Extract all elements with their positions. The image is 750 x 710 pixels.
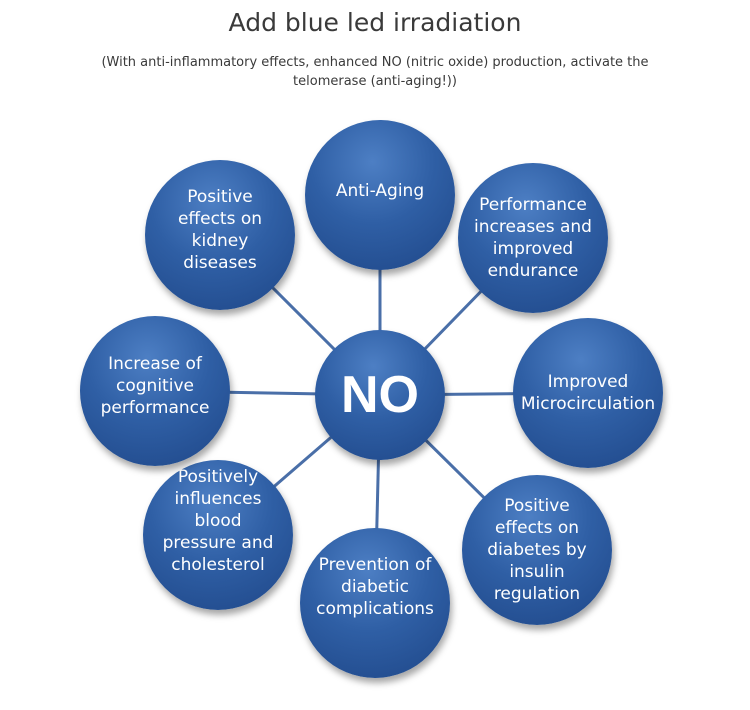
node-label: Anti-Aging [335, 181, 425, 201]
page-subtitle: (With anti-inflammatory effects, enhance… [101, 55, 649, 89]
node-label: Prevention of diabetic complications [316, 555, 434, 619]
node-label: Increase of cognitive performance [100, 354, 210, 418]
center-node-no: NO [315, 330, 445, 460]
node-diabetic-complications: Prevention of diabetic complications [300, 528, 450, 678]
center-label: NO [341, 366, 419, 424]
node-anti-aging: Anti-Aging [305, 120, 455, 270]
node-label: Improved Microcirculation [520, 372, 656, 414]
node-blood-pressure: Positively influences blood pressure and… [143, 460, 293, 610]
node-label: Positively influences blood pressure and… [162, 467, 274, 575]
page-title: Add blue led irradiation [228, 8, 522, 37]
node-kidney: Positive effects on kidney diseases [145, 160, 295, 310]
node-label: Positive effects on kidney diseases [177, 187, 263, 273]
node-label: Performance increases and improved endur… [474, 195, 592, 281]
node-performance: Performance increases and improved endur… [458, 163, 608, 313]
node-cognitive: Increase of cognitive performance [80, 316, 230, 466]
node-microcirculation: Improved Microcirculation [513, 318, 663, 468]
node-diabetes: Positive effects on diabetes by insulin … [462, 475, 612, 625]
node-label: Positive effects on diabetes by insulin … [487, 496, 587, 604]
